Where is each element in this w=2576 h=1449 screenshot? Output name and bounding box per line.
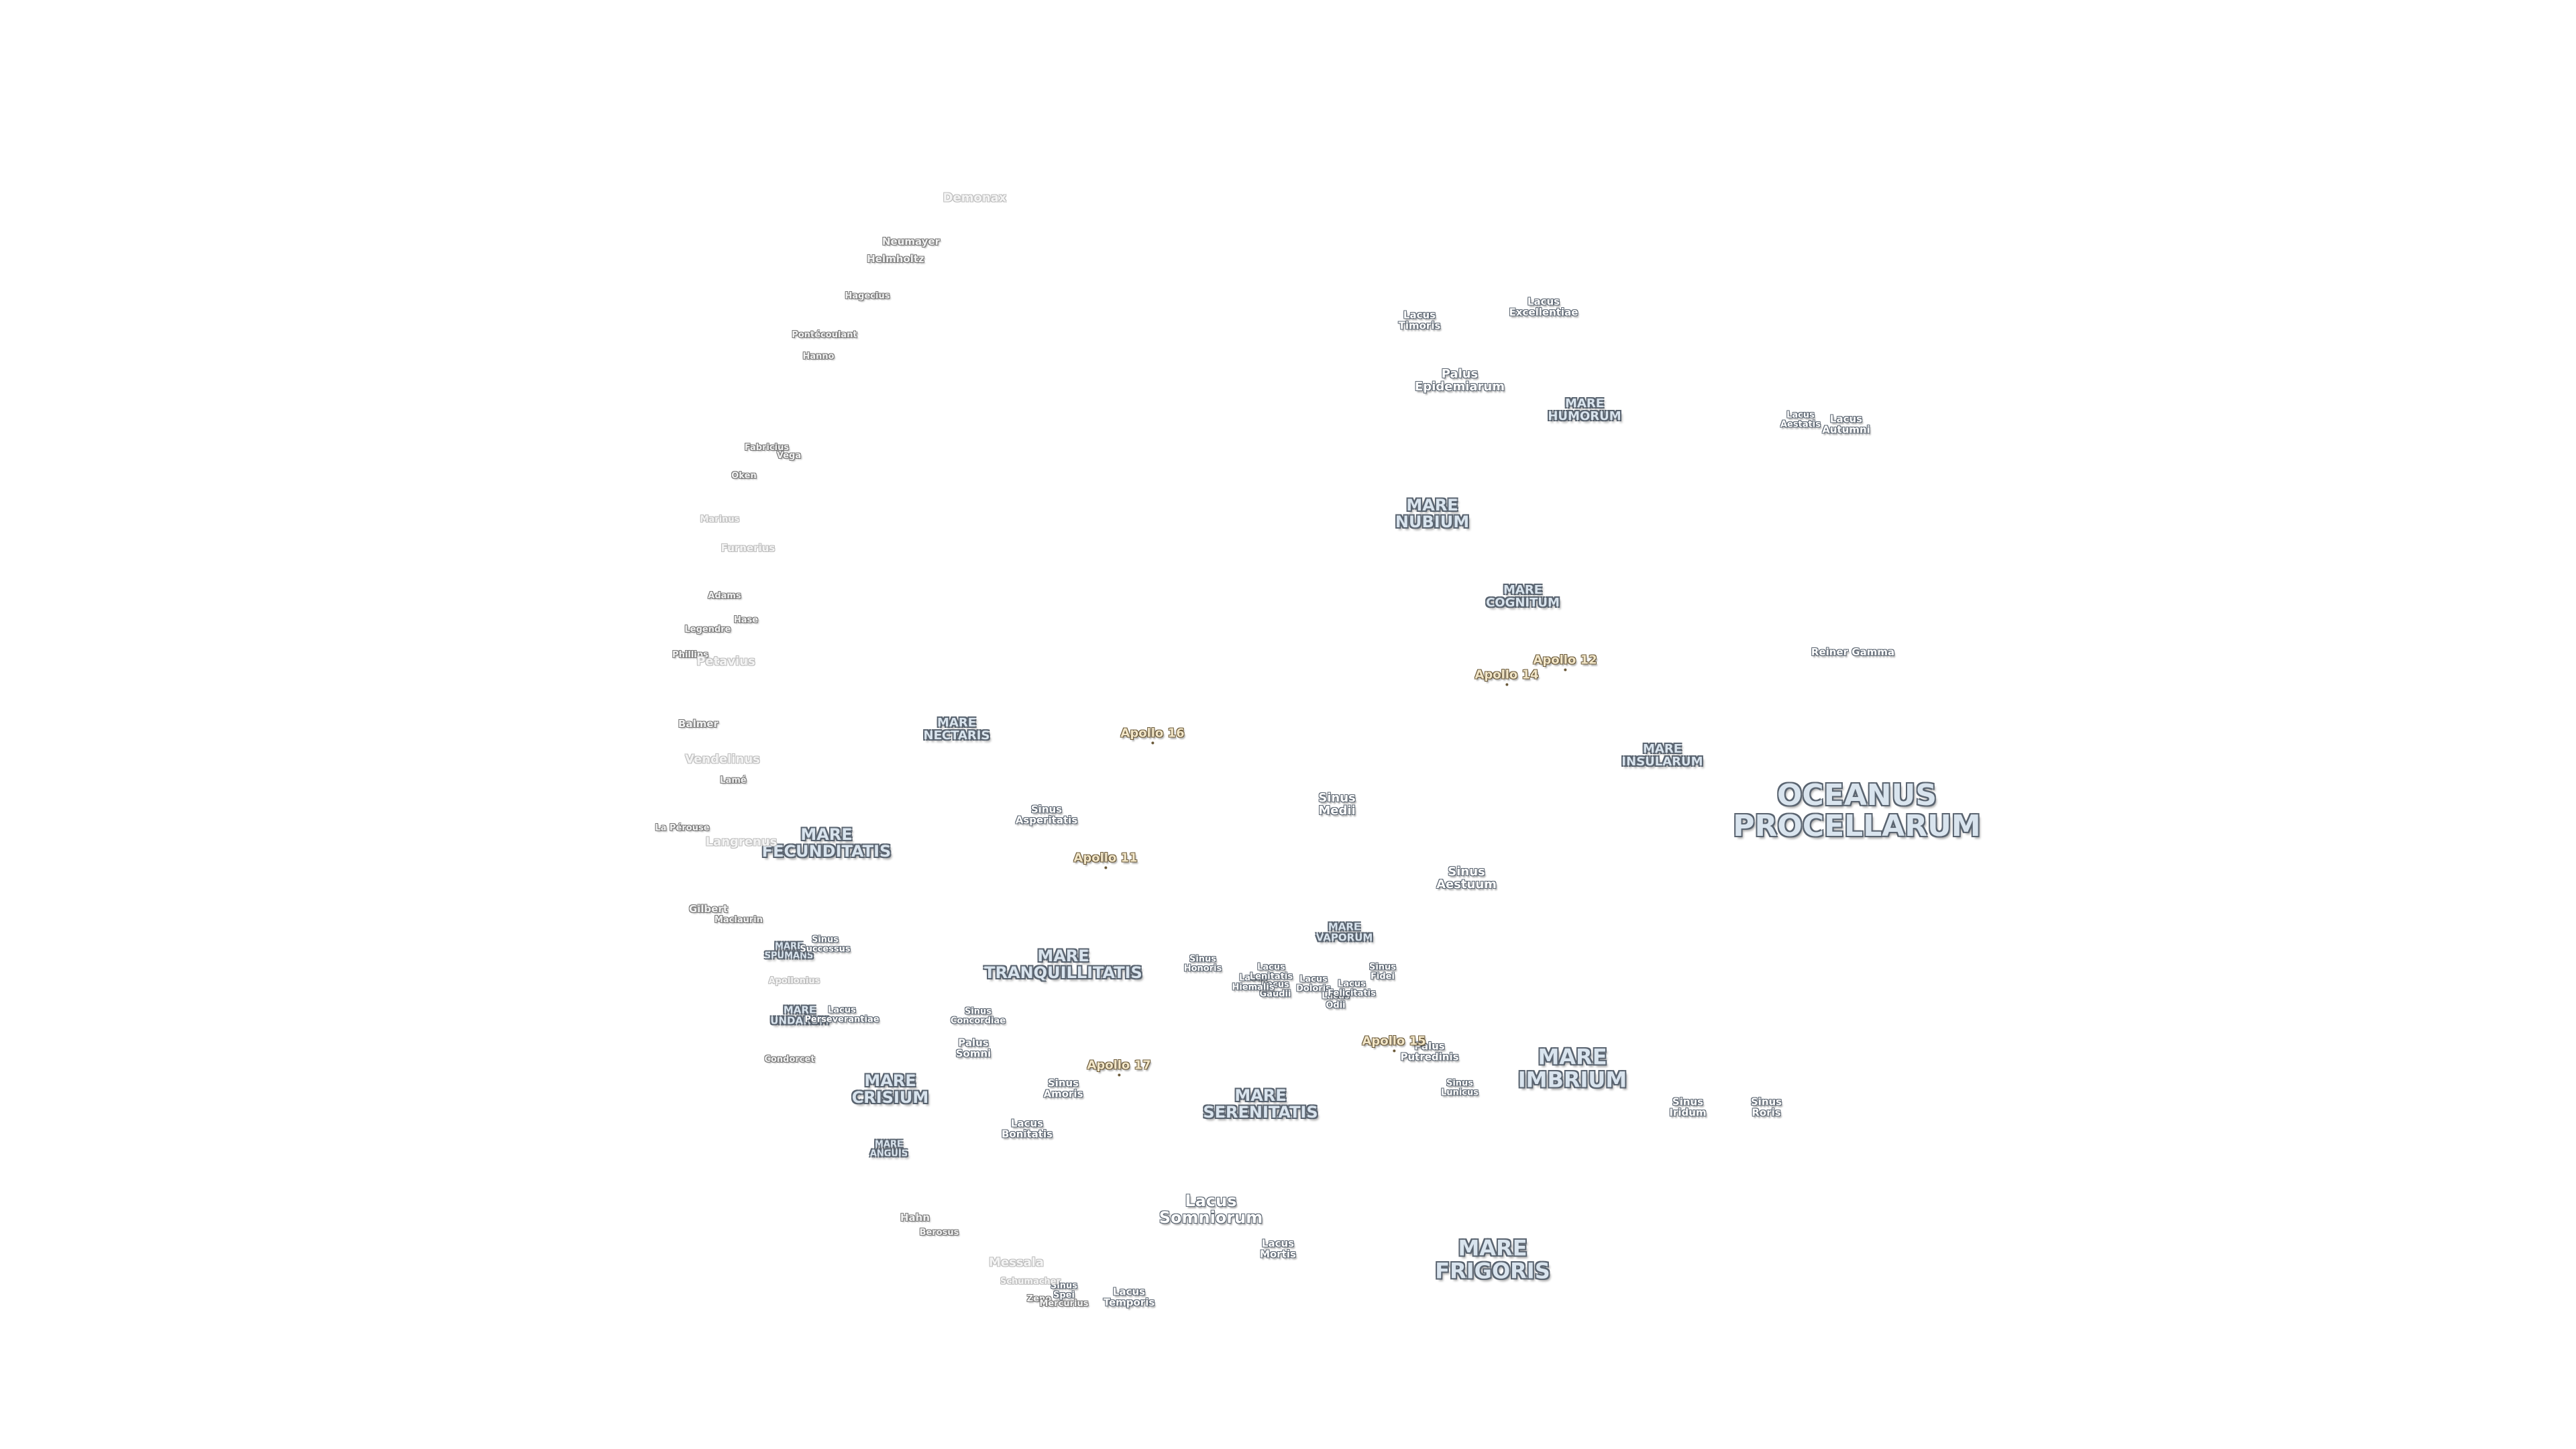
label-sinus-aestuum: Sinus Aestuum (1436, 865, 1497, 892)
label-crater-mercurius: Mercurius (1039, 1299, 1089, 1309)
label-sinus-honoris: Sinus Honoris (1183, 954, 1222, 973)
label-crater-vega: Vega (776, 451, 802, 462)
apollo-15-site[interactable]: Apollo 15 (1362, 1034, 1426, 1053)
label-crater-furnerius: Furnerius (720, 542, 775, 555)
apollo-14-site[interactable]: Apollo 14 (1474, 667, 1539, 686)
label-mare-frigoris: MARE FRIGORIS (1435, 1235, 1550, 1283)
label-crater-hanno: Hanno (802, 352, 835, 362)
label-palus-somni: Palus Somni (955, 1036, 991, 1059)
label-crater-adams: Adams (708, 591, 741, 602)
label-oceanus-procellarum: OCEANUS PROCELLARUM (1733, 777, 1981, 843)
label-sinus-lunicus: Sinus Lunicus (1441, 1078, 1479, 1097)
label-crater-zeno: Zeno (1026, 1294, 1052, 1305)
apollo-16-site[interactable]: Apollo 16 (1120, 726, 1185, 745)
label-mare-crisium: MARE CRISIUM (851, 1071, 929, 1107)
label-mare-nubium: MARE NUBIUM (1395, 495, 1470, 531)
label-lacus-mortis: Lacus Mortis (1260, 1237, 1296, 1260)
label-crater-helmholtz: Helmholtz (867, 253, 924, 266)
label-crater-legendre: Legendre (684, 625, 731, 635)
label-sinus-asperitatis: Sinus Asperitatis (1015, 803, 1078, 826)
label-palus-epidemiarum: Palus Epidemiarum (1415, 367, 1505, 394)
label-crater-lame: Lamé (720, 775, 747, 786)
label-sinus-concordiae: Sinus Concordiae (950, 1006, 1006, 1026)
label-palus-putredinis: Palus Putredinis (1400, 1040, 1459, 1063)
label-lacus-excellentiae: Lacus Excellentiae (1509, 295, 1578, 318)
label-crater-berosus: Berosus (919, 1228, 959, 1238)
label-mare-serenitatis: MARE SERENITATIS (1203, 1085, 1318, 1122)
label-mare-vaporum: MARE VAPORUM (1316, 920, 1373, 943)
label-crater-messala: Messala (988, 1255, 1044, 1270)
label-lacus-timoris: Lacus Timoris (1398, 309, 1441, 331)
label-sinus-successus: Sinus Successus (800, 934, 851, 954)
label-sinus-spei: Sinus Spei (1050, 1281, 1078, 1300)
label-sinus-roris: Sinus Roris (1750, 1095, 1782, 1118)
label-crater-petavius: Petavius (696, 654, 755, 669)
apollo-17-site[interactable]: Apollo 17 (1087, 1058, 1151, 1077)
label-crater-schumacher: Schumacher (1000, 1277, 1061, 1287)
label-lacus-lenitatis: Lacus Lenitatis (1249, 962, 1293, 981)
apollo-11-site[interactable]: Apollo 11 (1073, 851, 1138, 869)
label-crater-hagecius: Hagecius (845, 291, 890, 302)
label-mare-humorum: MARE HUMORUM (1548, 396, 1621, 423)
label-mare-undarum: MARE UNDARUM (770, 1004, 829, 1026)
label-sinus-fidei: Sinus Fidei (1368, 962, 1397, 981)
label-sinus-medii: Sinus Medii (1318, 791, 1356, 818)
label-sinus-iridum: Sinus Iridum (1669, 1095, 1707, 1118)
label-crater-fabricius: Fabricius (744, 443, 790, 453)
label-crater-vendelinus: Vendelinus (685, 752, 760, 767)
label-crater-la-perouse: La Pérouse (655, 823, 710, 834)
label-crater-maclaurin: Maclaurin (714, 915, 763, 926)
label-crater-neumayer: Neumayer (881, 235, 941, 248)
label-crater-balmer: Balmer (678, 718, 718, 731)
label-sinus-amoris: Sinus Amoris (1043, 1077, 1083, 1099)
label-crater-demonax: Demonax (943, 191, 1007, 205)
label-mare-spumans: MARE SPUMANS (764, 941, 814, 961)
label-mare-imbrium: MARE IMBRIUM (1517, 1044, 1627, 1092)
label-lacus-doloris: Lacus Doloris (1296, 974, 1331, 994)
label-crater-langrenus: Langrenus (705, 835, 777, 849)
label-crater-gilbert: Gilbert (688, 903, 729, 916)
label-crater-marinus: Marinus (700, 515, 740, 525)
label-mare-tranquillitatis: MARE TRANQUILLITATIS (984, 946, 1142, 982)
label-mare-nectaris: MARE NECTARIS (923, 716, 990, 743)
label-crater-phillips: Phillips (672, 650, 708, 661)
label-lacus-perseverantiae: Lacus Perseverantiae (804, 1005, 879, 1024)
label-lacus-hiemalis: Lacus Hiemalis (1232, 973, 1275, 992)
label-lacus-gaudii: Lacus Gaudii (1259, 979, 1291, 999)
label-lacus-aestatis: Lacus Aestatis (1780, 410, 1821, 429)
label-crater-hase: Hase (733, 615, 759, 626)
apollo-12-site[interactable]: Apollo 12 (1533, 653, 1597, 672)
label-mare-insularum: MARE INSULARUM (1621, 742, 1703, 769)
label-lacus-temporis: Lacus Temporis (1103, 1285, 1155, 1308)
label-mare-cognitum: MARE COGNITUM (1486, 583, 1560, 610)
label-lacus-autumni: Lacus Autumni (1822, 413, 1870, 435)
label-crater-apollonius: Apollonius (768, 976, 820, 987)
label-crater-oken: Oken (731, 471, 757, 482)
label-mare-anguis: MARE ANGUIS (869, 1139, 908, 1159)
label-lacus-somniorum: Lacus Somniorum (1159, 1191, 1263, 1227)
label-reiner-gamma: Reiner Gamma (1811, 646, 1895, 659)
label-lacus-odii: Lacus Odii (1322, 991, 1350, 1010)
label-crater-condorcet: Condorcet (764, 1055, 815, 1065)
label-crater-hahn: Hahn (900, 1212, 930, 1224)
label-mare-fecunditatis: MARE FECUNDITATIS (761, 824, 892, 861)
label-lacus-felicitatis: Lacus Felicitatis (1328, 979, 1376, 998)
label-lacus-bonitatis: Lacus Bonitatis (1001, 1117, 1053, 1140)
label-crater-pontecoulant: Pontécoulant (792, 330, 857, 341)
